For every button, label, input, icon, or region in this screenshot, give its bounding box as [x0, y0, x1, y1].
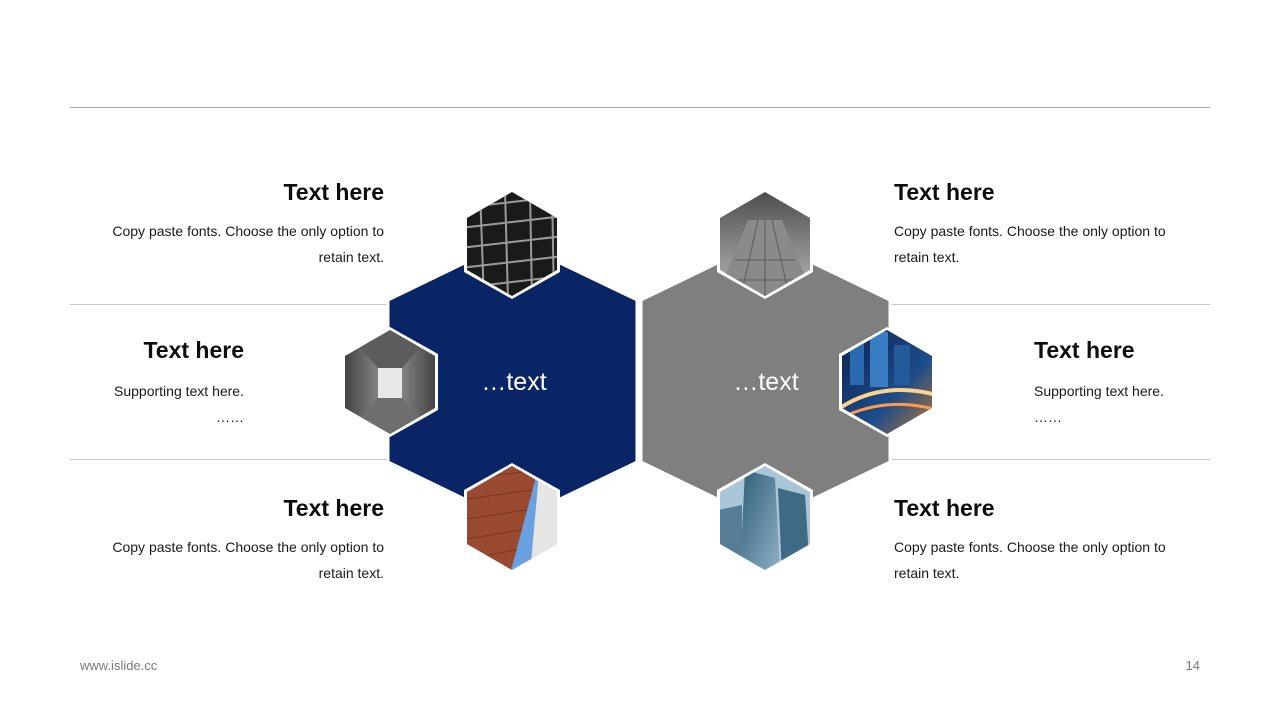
- block-title: Text here: [143, 337, 244, 363]
- left-block-bottom: Text here Copy paste fonts. Choose the o…: [90, 494, 384, 586]
- page-number: 14: [1185, 658, 1200, 673]
- block-title: Text here: [283, 495, 384, 521]
- footer-url[interactable]: www.islide.cc: [80, 658, 158, 673]
- right-block-top: Text here Copy paste fonts. Choose the o…: [894, 178, 1194, 270]
- right-block-middle: Text here Supporting text here. ……: [1034, 336, 1194, 430]
- top-divider: [70, 107, 1210, 108]
- divider-left-2: [70, 459, 390, 460]
- block-body: Copy paste fonts. Choose the only option…: [112, 539, 384, 581]
- block-body: Copy paste fonts. Choose the only option…: [894, 223, 1166, 265]
- glass-towers-photo: [717, 463, 813, 573]
- block-title: Text here: [283, 179, 384, 205]
- divider-right-2: [890, 459, 1210, 460]
- left-block-top: Text here Copy paste fonts. Choose the o…: [90, 178, 384, 270]
- block-body: Copy paste fonts. Choose the only option…: [112, 223, 384, 265]
- block-body: Copy paste fonts. Choose the only option…: [894, 539, 1166, 581]
- right-block-bottom: Text here Copy paste fonts. Choose the o…: [894, 494, 1194, 586]
- block-body: Supporting text here. ……: [114, 383, 244, 425]
- left-center-label: …text: [481, 368, 547, 396]
- block-title: Text here: [1034, 337, 1135, 363]
- block-title: Text here: [894, 179, 995, 205]
- skyscraper-up-photo: [717, 189, 813, 299]
- block-body: Supporting text here. ……: [1034, 383, 1164, 425]
- city-night-photo: [839, 327, 935, 437]
- divider-right-1: [890, 304, 1210, 305]
- right-center-label: …text: [733, 368, 799, 396]
- left-block-middle: Text here Supporting text here. ……: [90, 336, 244, 430]
- block-title: Text here: [894, 495, 995, 521]
- brick-tower-photo: [464, 463, 560, 573]
- divider-left-1: [70, 304, 390, 305]
